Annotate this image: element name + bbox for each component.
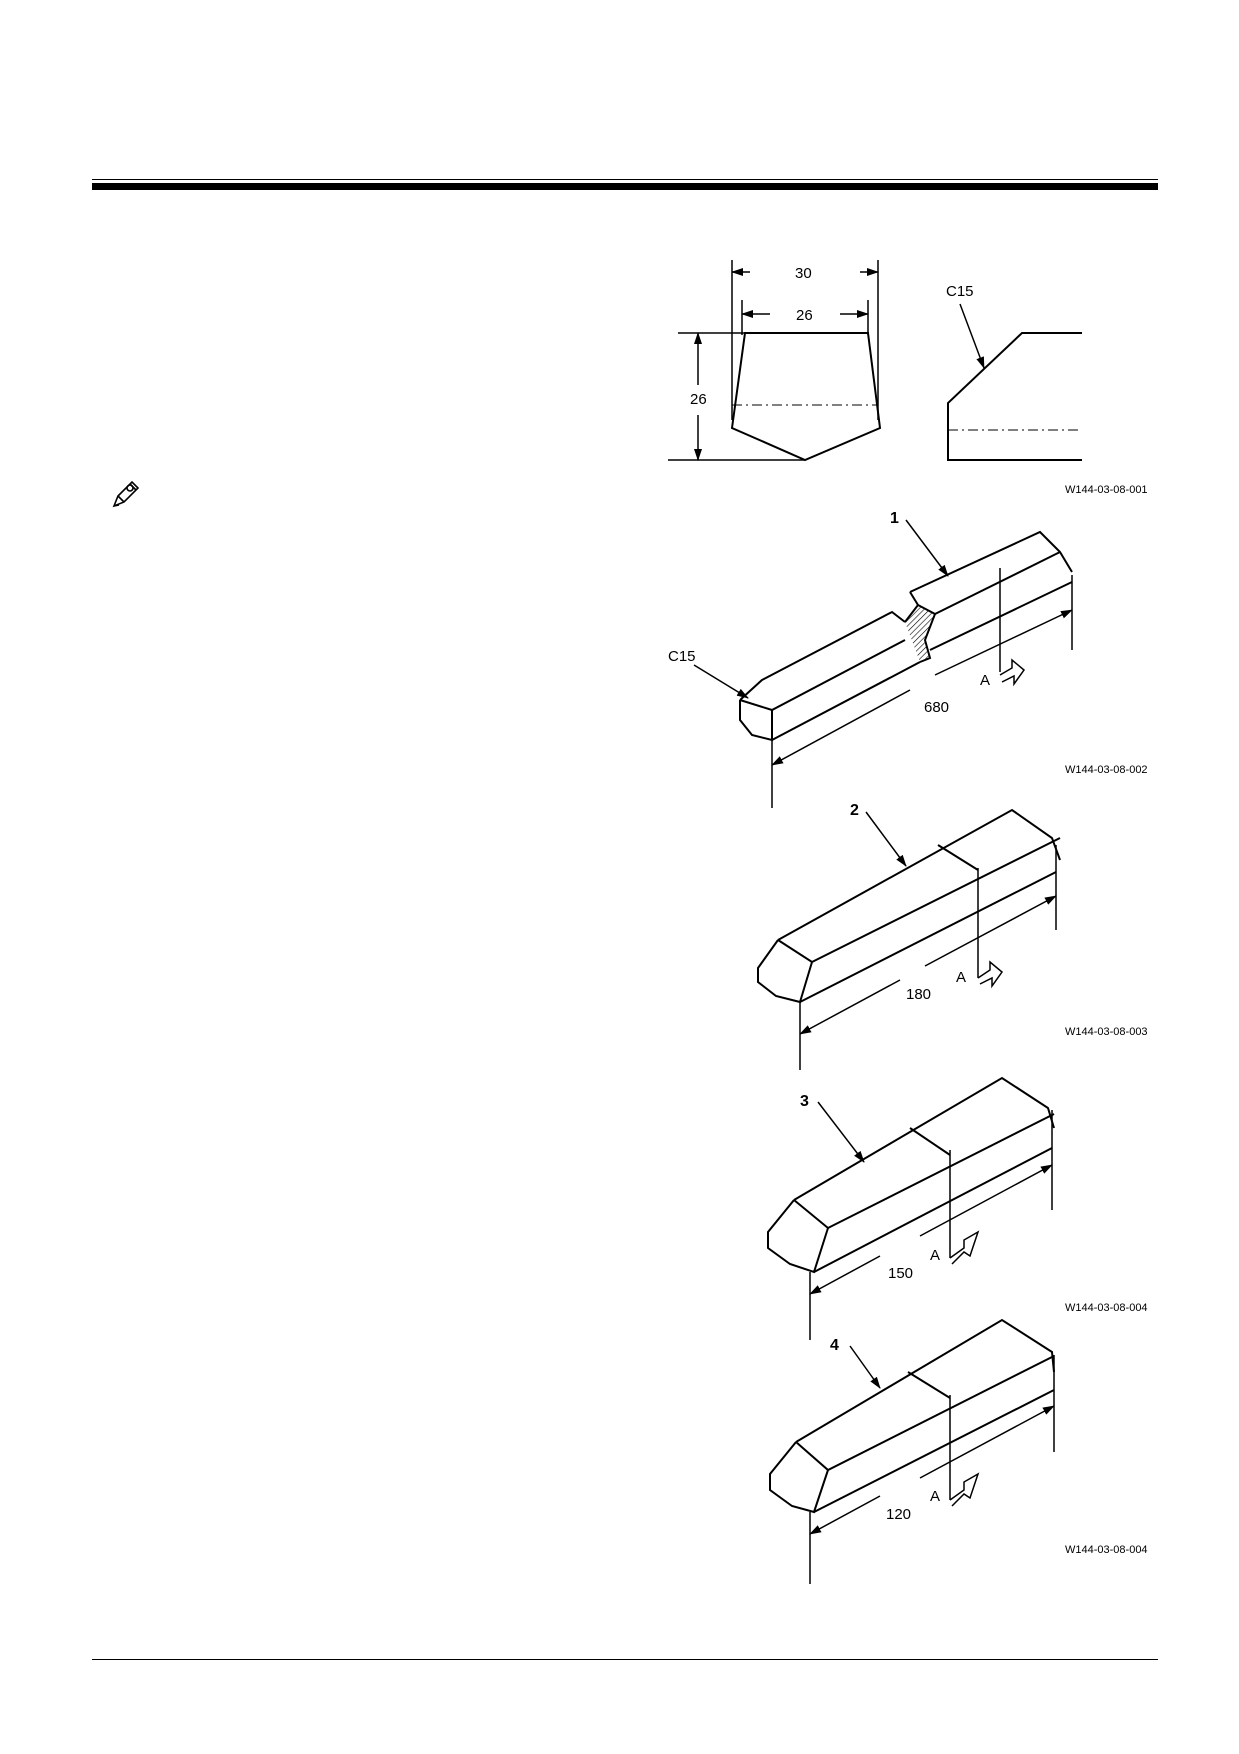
header-rule — [92, 183, 1158, 190]
part-2-length: 180 — [906, 986, 931, 1003]
pencil-note-icon — [112, 480, 140, 508]
part-3-length: 150 — [888, 1265, 913, 1282]
part-4-callout: 4 — [830, 1337, 839, 1354]
footer-rule — [92, 1659, 1158, 1660]
figure-ref-4: W144-03-08-004 — [1065, 1302, 1148, 1314]
dim-top-width: 30 — [795, 265, 812, 282]
figure-ref-3: W144-03-08-003 — [1065, 1026, 1148, 1038]
part-1-chamfer: C15 — [668, 648, 696, 665]
part-4-section-mark: A — [930, 1488, 940, 1505]
part-1-length: 680 — [924, 699, 949, 716]
part-2-callout: 2 — [850, 802, 859, 819]
figure-ref-1: W144-03-08-001 — [1065, 484, 1148, 496]
cross-section-view — [668, 260, 882, 462]
part-1-section-mark: A — [980, 672, 990, 689]
dim-inner-width: 26 — [796, 307, 813, 324]
part-3-section-mark: A — [930, 1247, 940, 1264]
dim-height: 26 — [690, 391, 707, 408]
chamfer-label: C15 — [946, 283, 974, 300]
chamfer-side-view — [947, 303, 1082, 461]
part-1-callout: 1 — [890, 510, 899, 527]
part-4-drawing — [769, 1318, 1055, 1584]
part-3-callout: 3 — [800, 1093, 809, 1110]
figure-ref-5: W144-03-08-004 — [1065, 1544, 1148, 1556]
part-3-drawing — [767, 1076, 1055, 1340]
header-rule-thin — [92, 179, 1158, 180]
part-2-drawing — [757, 808, 1061, 1070]
part-4-length: 120 — [886, 1506, 911, 1523]
part-1-drawing — [693, 519, 1073, 808]
figure-ref-2: W144-03-08-002 — [1065, 764, 1148, 776]
part-2-section-mark: A — [956, 969, 966, 986]
